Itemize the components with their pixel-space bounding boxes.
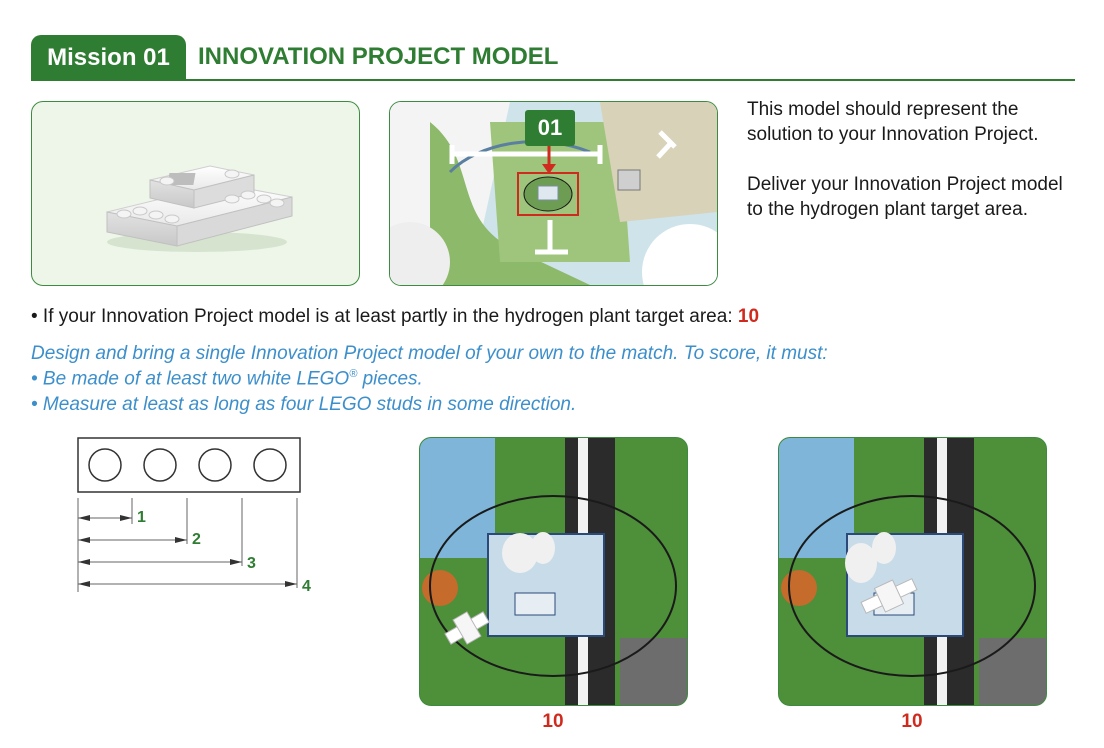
stud-label-2: 2 bbox=[192, 531, 201, 548]
scoring-bullet: • If your Innovation Project model is at… bbox=[31, 306, 759, 328]
field-map-panel: 01 bbox=[389, 101, 718, 286]
requirements-intro: Design and bring a single Innovation Pro… bbox=[31, 343, 828, 364]
example-photo-2 bbox=[778, 437, 1047, 706]
mission-title: INNOVATION PROJECT MODEL bbox=[198, 43, 559, 70]
requirement-1-text: • Be made of at least two white LEGO bbox=[31, 368, 350, 390]
mission-number-label: 01 bbox=[537, 115, 563, 140]
white-lego-model-image bbox=[106, 165, 293, 252]
stud-label-4: 4 bbox=[302, 578, 311, 595]
description-paragraph-1: This model should represent the solution… bbox=[747, 99, 1039, 145]
example-1-score: 10 bbox=[542, 711, 564, 732]
mission-description: This model should represent the solution… bbox=[747, 97, 1077, 247]
scoring-points: 10 bbox=[737, 306, 760, 327]
example-2-score: 10 bbox=[901, 711, 923, 732]
requirement-four-studs: • Measure at least as long as four LEGO … bbox=[31, 394, 577, 415]
example-photo-1 bbox=[419, 437, 688, 706]
registered-mark: ® bbox=[349, 368, 358, 380]
scoring-bullet-text: • If your Innovation Project model is at… bbox=[31, 306, 733, 327]
mission-number-marker: 01 bbox=[525, 110, 575, 146]
requirement-1-suffix: pieces. bbox=[357, 368, 423, 390]
requirement-white-pieces: • Be made of at least two white LEGO® pi… bbox=[31, 368, 423, 390]
stud-length-diagram: 1 2 3 4 bbox=[77, 437, 311, 595]
mission-label: Mission 01 bbox=[47, 44, 170, 71]
mission-badge: Mission 01 bbox=[31, 35, 186, 81]
stud-label-1: 1 bbox=[137, 509, 146, 526]
description-paragraph-2: Deliver your Innovation Project model to… bbox=[747, 174, 1063, 220]
stud-label-3: 3 bbox=[247, 555, 256, 572]
example-field-image-2 bbox=[779, 438, 1046, 705]
header-divider bbox=[31, 79, 1075, 81]
example-field-image-1 bbox=[420, 438, 687, 705]
model-illustration-panel bbox=[31, 101, 360, 286]
